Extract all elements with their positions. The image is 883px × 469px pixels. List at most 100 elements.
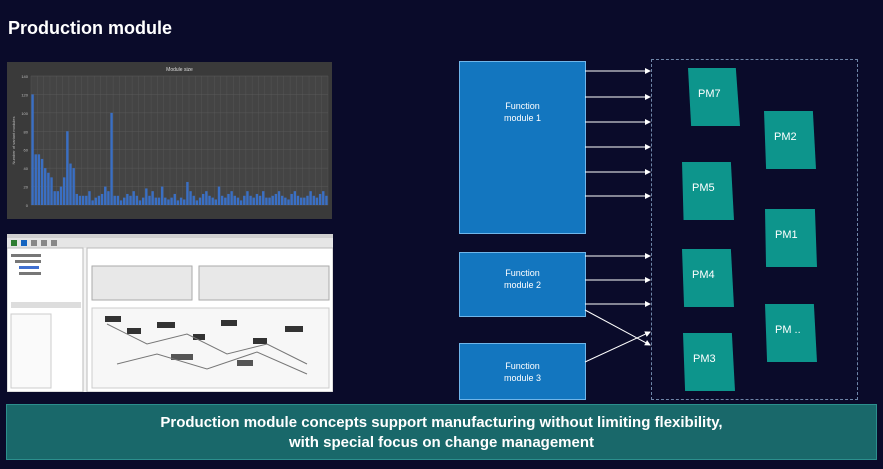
chart-bar [66, 131, 69, 205]
footer-banner: Production module concepts support manuf… [6, 404, 877, 460]
chart-bar [176, 200, 180, 205]
function-module-1-label-line2: module 1 [503, 113, 542, 123]
production-module-pm1: PM1 [765, 209, 817, 267]
chart-bar [44, 168, 47, 205]
app-screenshot [7, 234, 333, 392]
chart-bar [94, 197, 97, 205]
production-module-pm2: PM2 [764, 111, 816, 169]
production-module-pm3: PM3 [683, 333, 735, 391]
chart-bar [119, 200, 123, 205]
chart-bar [208, 195, 211, 205]
chart-bar [34, 154, 37, 205]
chart-bar [211, 197, 214, 205]
pm3-label: PM3 [693, 353, 716, 365]
chart-bar [265, 197, 268, 205]
chart-bar [141, 197, 145, 205]
chart-bar [303, 197, 306, 205]
chart-bar [284, 197, 287, 205]
chart-bar [167, 199, 170, 205]
chart-bar [78, 195, 82, 205]
chart-bar [138, 200, 142, 205]
chart-bar [322, 191, 325, 205]
chart-bar [233, 195, 236, 205]
chart-bar [325, 195, 328, 205]
chart-bar [173, 193, 176, 205]
chart-bar [230, 191, 233, 205]
chart-bar [170, 197, 173, 205]
chart-bar [280, 195, 284, 205]
chart-bar [53, 191, 56, 205]
chart-bar [249, 195, 252, 205]
chart-bar [50, 177, 53, 205]
chart-bar [148, 195, 151, 205]
chart-bar [255, 193, 259, 205]
chart-bar [157, 197, 161, 205]
chart-bar [236, 197, 240, 205]
chart-bar [110, 112, 113, 205]
chart-bar [192, 195, 195, 205]
chart-bar [126, 193, 129, 205]
chart-bar [309, 191, 312, 205]
chart-bar [299, 197, 303, 205]
pm-more-label: PM .. [775, 324, 801, 336]
function-module-3-label-line1: Function [505, 361, 540, 371]
chart-bar [59, 186, 63, 205]
chart-bar [186, 181, 189, 205]
pm4-label: PM4 [692, 269, 715, 281]
chart-bar [315, 197, 319, 205]
chart-bar [160, 186, 164, 205]
chart-bar [40, 158, 44, 205]
production-module-pm4: PM4 [682, 249, 734, 307]
chart-bar [290, 193, 293, 205]
page-title: Production module [8, 18, 172, 38]
chart-bar [198, 197, 202, 205]
chart-bar [104, 186, 107, 205]
chart-bar [91, 200, 94, 205]
chart-bar [312, 195, 315, 205]
chart-y-tick-label: 0 [26, 203, 29, 208]
chart-bar [293, 191, 297, 205]
chart-y-tick-label: 140 [21, 74, 28, 79]
app-screenshot-graphic [7, 234, 333, 392]
chart-bar [154, 197, 158, 205]
chart-bar [100, 193, 104, 205]
chart-y-tick-label: 60 [24, 148, 29, 153]
function-module-3-label-line2: module 3 [503, 373, 542, 383]
function-module-2-label-line2: module 2 [503, 280, 542, 290]
footer-line-2: with special focus on change management [288, 434, 595, 451]
chart-bar [201, 193, 205, 205]
chart-bar [227, 193, 230, 205]
chart-bar [179, 197, 183, 205]
pm2-label: PM2 [774, 131, 797, 143]
chart-bar [183, 199, 186, 205]
chart-bar [268, 197, 271, 205]
chart-y-tick-label: 80 [24, 129, 29, 134]
chart-bar [107, 191, 110, 205]
chart-bar [195, 200, 199, 205]
chart-bar [217, 186, 221, 205]
chart-bar [274, 193, 278, 205]
chart-bar [205, 191, 208, 205]
chart-bar [129, 195, 132, 205]
chart-title: Module size [166, 67, 193, 73]
chart-bar [243, 195, 246, 205]
chart-bar [239, 200, 243, 205]
chart-bar [214, 199, 218, 205]
chart-bar [135, 195, 139, 205]
chart-y-axis-label: Number of variant modules [11, 116, 16, 164]
production-module-pm5: PM5 [682, 162, 734, 220]
chart-bar [72, 168, 75, 205]
chart-y-tick-label: 40 [24, 166, 29, 171]
function-module-3: Function module 3 [459, 343, 586, 400]
pm1-label: PM1 [775, 229, 798, 241]
chart-bar [296, 195, 300, 205]
chart-bar [97, 195, 101, 205]
chart-bar [75, 193, 79, 205]
chart-bar [164, 197, 167, 205]
chart-y-tick-label: 100 [21, 111, 28, 116]
function-module-2-label-line1: Function [505, 268, 540, 278]
function-module-1-label-line1: Function [505, 101, 540, 111]
